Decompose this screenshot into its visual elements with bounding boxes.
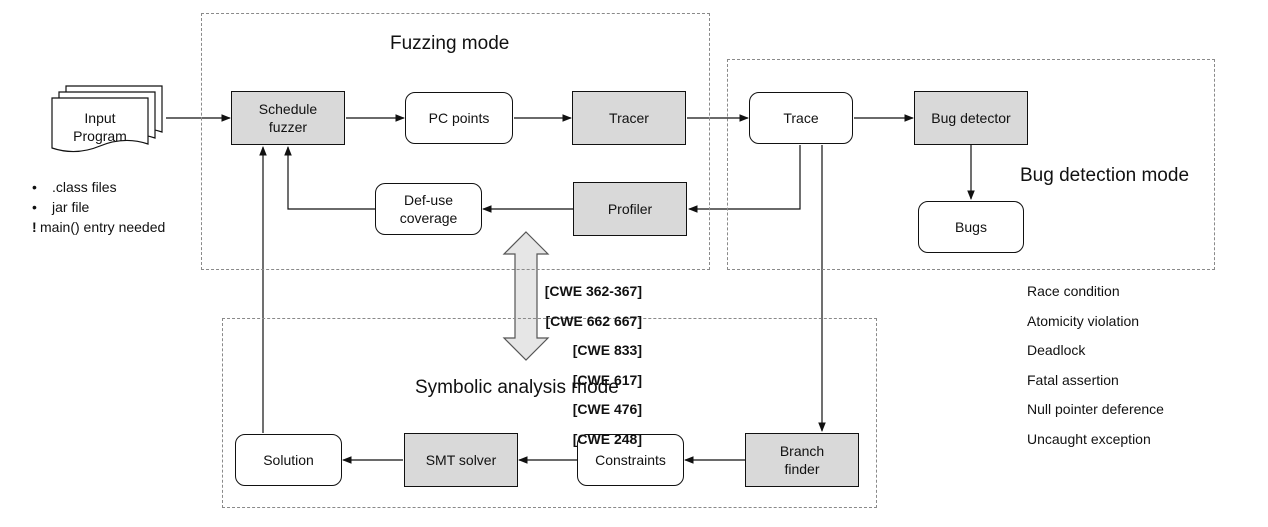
def-use-coverage-node: Def-use coverage bbox=[375, 183, 482, 235]
cwe-description: Uncaught exception bbox=[1027, 430, 1151, 447]
constraints-node: Constraints bbox=[577, 434, 684, 486]
tracer-node: Tracer bbox=[572, 91, 686, 145]
bug-detection-mode-region bbox=[727, 59, 1215, 270]
cwe-code: [CWE 662 667] bbox=[545, 312, 642, 329]
constraints-label: Constraints bbox=[595, 452, 666, 468]
cwe-code: [CWE 476] bbox=[572, 401, 642, 418]
fuzzing-mode-region bbox=[201, 13, 710, 270]
input-note-item: •jar file bbox=[32, 199, 90, 215]
def-use-coverage-label: Def-use coverage bbox=[399, 192, 458, 226]
warning-marker: ! bbox=[32, 219, 37, 235]
bullet-marker: • bbox=[32, 179, 37, 195]
trace-label: Trace bbox=[783, 110, 819, 126]
solution-label: Solution bbox=[263, 452, 314, 468]
input-notes: •.class files •jar file !main() entry ne… bbox=[32, 177, 165, 237]
bug-detector-node: Bug detector bbox=[914, 91, 1028, 145]
bullet-marker: • bbox=[32, 199, 37, 215]
profiler-node: Profiler bbox=[573, 182, 687, 236]
pc-points-label: PC points bbox=[428, 110, 490, 126]
profiler-label: Profiler bbox=[607, 201, 653, 217]
branch-finder-label: Branch finder bbox=[779, 443, 825, 477]
arrow-trace-to-profiler bbox=[688, 145, 801, 213]
tracer-label: Tracer bbox=[609, 110, 649, 126]
cwe-code: [CWE 617] bbox=[572, 371, 642, 388]
cwe-description: Deadlock bbox=[1027, 342, 1086, 359]
solution-node: Solution bbox=[235, 434, 342, 486]
bugs-node: Bugs bbox=[918, 201, 1024, 253]
trace-node: Trace bbox=[749, 92, 853, 144]
branch-finder-node: Branch finder bbox=[745, 433, 859, 487]
bugs-label: Bugs bbox=[955, 219, 987, 235]
schedule-fuzzer-label: Schedule fuzzer bbox=[258, 101, 318, 135]
fuzzing-mode-title: Fuzzing mode bbox=[390, 33, 510, 54]
symbolic-mode-title: Symbolic analysis mode bbox=[415, 377, 619, 398]
symbolic-mode-region bbox=[222, 318, 877, 508]
input-program-label: Input Program bbox=[52, 109, 148, 145]
input-note-item: •.class files bbox=[32, 179, 117, 195]
arrow-defuse-to-schedule bbox=[284, 146, 375, 210]
cwe-code: [CWE 833] bbox=[572, 342, 642, 359]
cwe-description: Null pointer deference bbox=[1027, 401, 1164, 418]
input-program-line2: Program bbox=[73, 128, 127, 144]
bug-detection-mode-title: Bug detection mode bbox=[1020, 165, 1190, 186]
bug-detector-label: Bug detector bbox=[931, 110, 1011, 126]
cwe-description: Race condition bbox=[1027, 283, 1120, 299]
smt-solver-node: SMT solver bbox=[404, 433, 518, 487]
smt-solver-label: SMT solver bbox=[425, 452, 497, 468]
input-note-item: !main() entry needed bbox=[32, 219, 166, 235]
cwe-description: Fatal assertion bbox=[1027, 371, 1119, 388]
double-arrow-fuzzing-symbolic bbox=[502, 231, 550, 361]
cwe-code: [CWE 362-367] bbox=[544, 283, 642, 299]
input-program-line1: Input bbox=[84, 110, 116, 126]
cwe-description: Atomicity violation bbox=[1027, 312, 1140, 329]
schedule-fuzzer-node: Schedule fuzzer bbox=[231, 91, 345, 145]
cwe-code: [CWE 248] bbox=[572, 430, 642, 447]
pc-points-node: PC points bbox=[405, 92, 513, 144]
input-program-icon bbox=[51, 85, 163, 153]
